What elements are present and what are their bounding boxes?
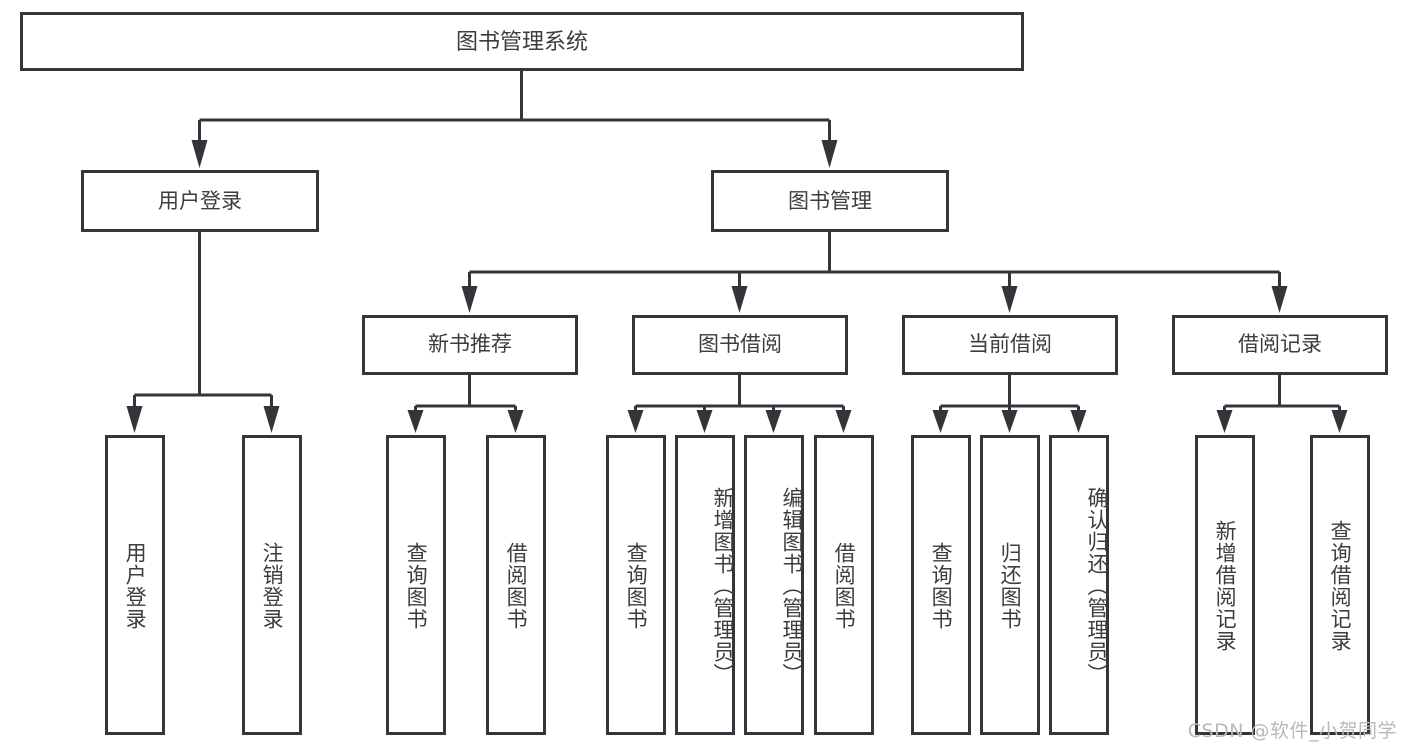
node-current-borrow-box[interactable] — [902, 315, 1118, 375]
node-book-mgmt-box[interactable] — [711, 170, 949, 232]
arrow-head-book-mgmt — [821, 140, 838, 168]
arrow-head-user-login — [191, 140, 208, 168]
leaf-box-bb-add[interactable] — [675, 435, 735, 735]
connector-group-current-borrow — [932, 374, 1087, 433]
arrow-head-nb-leaf-2 — [507, 410, 524, 433]
node-new-book-label: 新书推荐 — [428, 332, 512, 356]
leaf-box-user-login[interactable] — [105, 435, 165, 735]
connector-group-root — [191, 70, 838, 168]
leaf-box-cb-confirm[interactable] — [1049, 435, 1109, 735]
csdn-watermark: CSDN @软件_小贺同学 — [1187, 720, 1397, 742]
arrow-head-br-leaf-2 — [1331, 410, 1348, 433]
leaf-box-nb-borrow[interactable] — [486, 435, 546, 735]
connector-group-new-book — [407, 374, 524, 433]
node-user-login-box[interactable] — [81, 170, 319, 232]
arrow-head-bb-leaf-1 — [627, 410, 644, 433]
arrow-head-borrow-record — [1271, 286, 1288, 313]
leaf-box-nb-query[interactable] — [386, 435, 446, 735]
node-new-book-box[interactable] — [362, 315, 578, 375]
leaf-box-cb-return[interactable] — [980, 435, 1040, 735]
node-book-mgmt-label: 图书管理 — [788, 189, 872, 213]
node-user-login-label: 用户登录 — [158, 189, 242, 213]
arrow-head-br-leaf-1 — [1216, 410, 1233, 433]
leaf-box-br-add[interactable] — [1195, 435, 1255, 735]
leaf-box-logout[interactable] — [242, 435, 302, 735]
node-root-label: 图书管理系统 — [456, 30, 588, 55]
connector-group-book-borrow — [627, 374, 852, 433]
arrow-head-nb-leaf-1 — [407, 410, 424, 433]
node-book-borrow-box[interactable] — [632, 315, 848, 375]
arrow-head-new-book — [461, 286, 478, 313]
connector-group-book-mgmt — [461, 232, 1288, 313]
arrow-head-bb-leaf-4 — [835, 410, 852, 433]
leaf-box-bb-edit[interactable] — [744, 435, 804, 735]
arrow-head-leaf-logout — [263, 406, 280, 433]
leaf-box-bb-borrow[interactable] — [814, 435, 874, 735]
arrow-head-leaf-user-login — [126, 406, 143, 433]
leaf-box-bb-query[interactable] — [606, 435, 666, 735]
connector-group-user-login — [126, 232, 280, 433]
node-borrow-record-box[interactable] — [1172, 315, 1388, 375]
arrow-head-bb-leaf-2 — [696, 410, 713, 433]
arrow-head-bb-leaf-3 — [765, 410, 782, 433]
node-book-borrow-label: 图书借阅 — [698, 332, 782, 356]
arrow-head-book-borrow — [731, 286, 748, 313]
leaf-box-br-query[interactable] — [1310, 435, 1370, 735]
node-borrow-record-label: 借阅记录 — [1238, 332, 1322, 356]
node-current-borrow-label: 当前借阅 — [968, 332, 1052, 356]
leaf-box-cb-query[interactable] — [911, 435, 971, 735]
arrow-head-cb-leaf-3 — [1070, 410, 1087, 433]
connector-group-borrow-record — [1216, 374, 1348, 433]
node-root-box[interactable] — [20, 12, 1024, 71]
arrow-head-current-borrow — [1001, 286, 1018, 313]
arrow-head-cb-leaf-1 — [932, 410, 949, 433]
arrow-head-cb-leaf-2 — [1001, 410, 1018, 433]
